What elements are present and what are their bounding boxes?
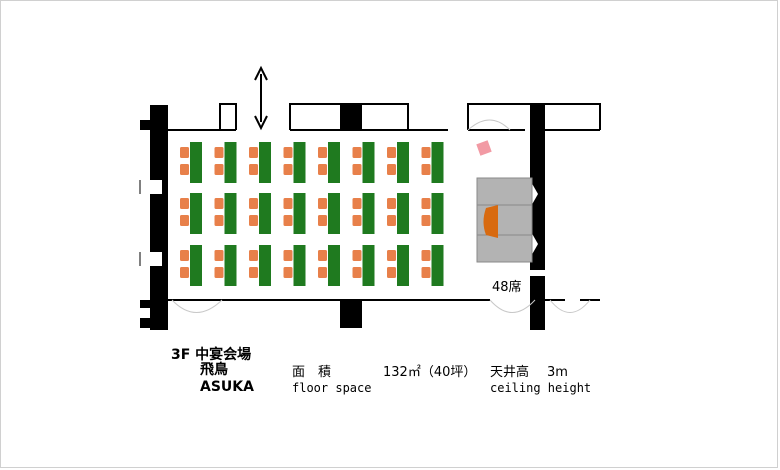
chair <box>352 164 362 175</box>
marker-square <box>476 140 492 156</box>
table <box>328 142 340 183</box>
table <box>224 142 237 183</box>
chair <box>318 267 327 278</box>
table <box>293 245 306 286</box>
chair <box>421 147 431 158</box>
area-label-en: floor space <box>292 381 372 395</box>
podium <box>483 205 498 238</box>
chair <box>352 267 362 278</box>
table <box>328 193 340 234</box>
chair <box>318 250 327 261</box>
table <box>259 245 271 286</box>
chair <box>387 250 396 261</box>
chair <box>283 250 293 261</box>
chair <box>421 198 431 209</box>
room-floor-name: 3F 中宴会場 <box>171 347 252 363</box>
chair <box>387 215 396 226</box>
chair <box>249 164 258 175</box>
chair <box>180 198 189 209</box>
table <box>259 193 271 234</box>
chair <box>214 147 224 158</box>
room-name-en: ASUKA <box>200 379 254 395</box>
chair <box>352 198 362 209</box>
chair <box>387 147 396 158</box>
chair <box>283 198 293 209</box>
chair <box>352 147 362 158</box>
table <box>190 142 202 183</box>
door-swing-arcs <box>171 119 591 313</box>
chair <box>421 267 431 278</box>
table <box>397 142 409 183</box>
chair <box>180 215 189 226</box>
chair <box>249 147 258 158</box>
chair <box>283 215 293 226</box>
table <box>362 193 375 234</box>
chair <box>214 198 224 209</box>
seat-count: 48席 <box>492 280 522 295</box>
chair <box>387 267 396 278</box>
chair <box>318 164 327 175</box>
table <box>397 245 409 286</box>
table <box>431 142 444 183</box>
double-headed-vertical-arrow-icon <box>254 65 268 131</box>
table <box>224 245 237 286</box>
table <box>190 245 202 286</box>
table <box>328 245 340 286</box>
chair <box>249 198 258 209</box>
chair <box>249 215 258 226</box>
chair <box>249 267 258 278</box>
seating-layout <box>180 142 444 286</box>
table <box>293 193 306 234</box>
chair <box>318 215 327 226</box>
table <box>190 193 202 234</box>
table <box>224 193 237 234</box>
area-label-jp: 面 積 <box>292 365 332 380</box>
ceiling-value: 3m <box>547 365 568 380</box>
chair <box>318 198 327 209</box>
table <box>362 142 375 183</box>
chair <box>180 267 189 278</box>
table <box>259 142 271 183</box>
chair <box>283 147 293 158</box>
stage-area <box>476 177 533 263</box>
chair <box>180 147 189 158</box>
chair <box>421 215 431 226</box>
area-value: 132㎡（40坪） <box>383 365 477 380</box>
ceiling-label-jp: 天井高 <box>490 365 530 380</box>
chair <box>214 164 224 175</box>
chair <box>318 147 327 158</box>
chair <box>180 164 189 175</box>
room-walls <box>139 103 601 330</box>
chair <box>214 267 224 278</box>
table <box>362 245 375 286</box>
chair <box>352 215 362 226</box>
table <box>431 245 444 286</box>
chair <box>421 164 431 175</box>
chair <box>249 250 258 261</box>
chair <box>283 164 293 175</box>
chair <box>283 267 293 278</box>
chair <box>387 164 396 175</box>
ceiling-label-en: ceiling height <box>490 381 592 395</box>
table <box>293 142 306 183</box>
table <box>397 193 409 234</box>
chair <box>352 250 362 261</box>
chair <box>180 250 189 261</box>
room-name-jp: 飛鳥 <box>200 362 228 378</box>
table <box>431 193 444 234</box>
chair <box>421 250 431 261</box>
chair <box>214 215 224 226</box>
chair <box>387 198 396 209</box>
chair <box>214 250 224 261</box>
